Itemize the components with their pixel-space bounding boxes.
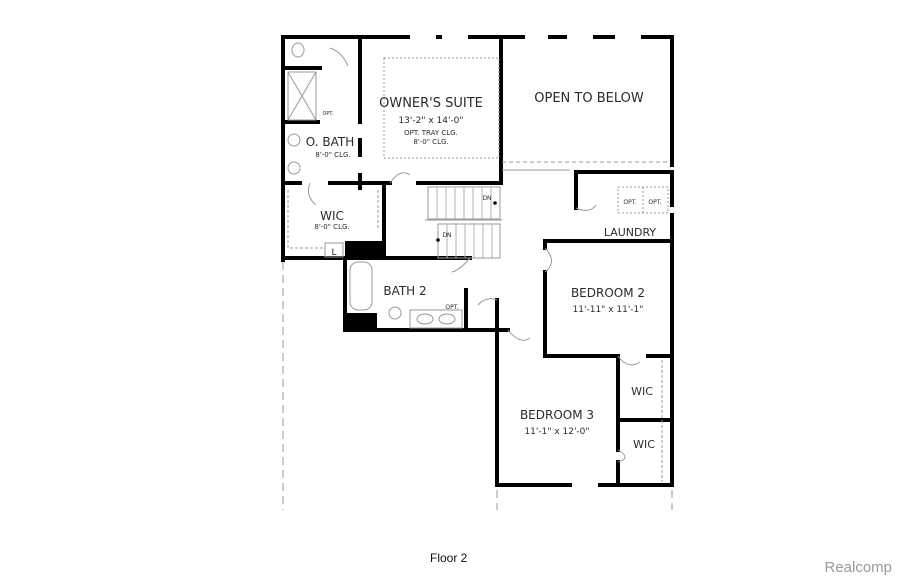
fixtures: [282, 42, 673, 510]
o-bath-ceiling: 8'-0" CLG.: [315, 151, 350, 159]
bedroom2-dims: 11'-11" x 11'-1": [573, 305, 644, 315]
realcomp-watermark: Realcomp: [824, 559, 892, 576]
laundry-opt1: OPT.: [623, 199, 636, 206]
floor-caption: Floor 2: [430, 551, 468, 565]
bath2-name: BATH 2: [383, 284, 426, 298]
wic-bedroom3-name: WIC: [633, 438, 655, 451]
wic-owner-ceiling: 8'-0" CLG.: [314, 223, 349, 231]
stairs-down-label-lower: DN: [442, 232, 451, 239]
room-labels: OWNER'S SUITE 13'-2" x 14'-0" OPT. TRAY …: [306, 91, 662, 451]
walls: [281, 35, 674, 487]
owners-suite-note: OPT. TRAY CLG.: [404, 129, 458, 137]
wic-owner-name: WIC: [320, 209, 344, 223]
owners-suite-name: OWNER'S SUITE: [379, 96, 483, 111]
owners-suite-dims: 13'-2" x 14'-0": [398, 116, 463, 126]
bedroom3-name: BEDROOM 3: [520, 408, 594, 422]
laundry-opt2: OPT.: [648, 199, 661, 206]
open-to-below-label: OPEN TO BELOW: [534, 91, 644, 106]
chase-block: [345, 313, 377, 331]
linen-label: L: [331, 248, 336, 258]
bedroom2-name: BEDROOM 2: [571, 286, 645, 300]
o-bath-opt: OPT.: [322, 111, 333, 117]
bedroom3-dims: 11'-1" x 12'-0": [524, 427, 589, 437]
owners-suite-ceiling: 8'-0" CLG.: [413, 138, 448, 146]
wic-bedroom2-name: WIC: [631, 385, 653, 398]
bath2-opt: OPT.: [445, 304, 458, 311]
chase-block: [345, 241, 382, 259]
o-bath-name: O. BATH: [306, 135, 354, 149]
stairs-down-label-upper: DN: [482, 195, 491, 202]
laundry-name: LAUNDRY: [604, 226, 657, 239]
